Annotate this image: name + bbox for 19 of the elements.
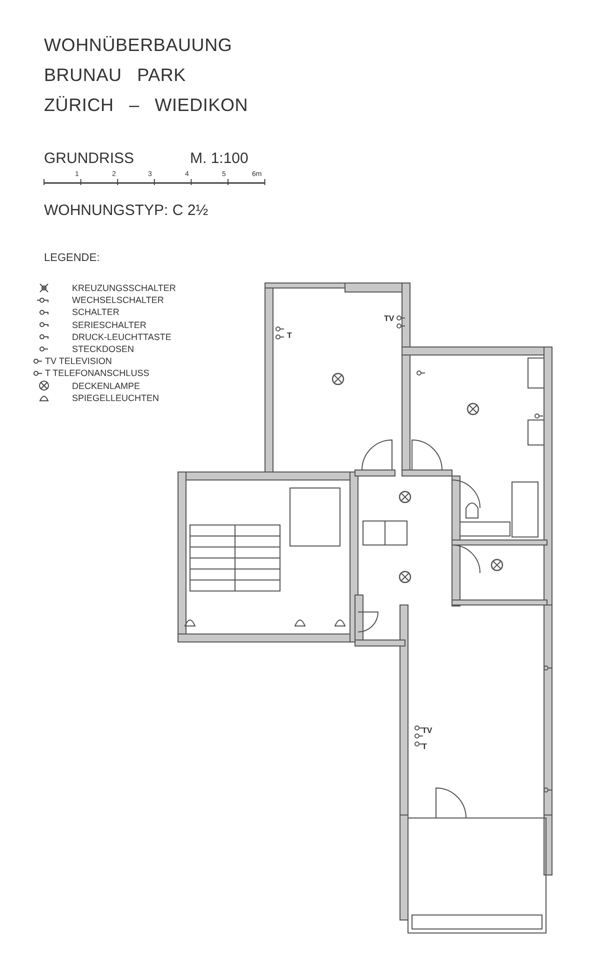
- legend-text: DECKENLAMPE: [72, 380, 140, 391]
- title: WOHNÜBERBAUUNG BRUNAU PARK ZÜRICH – WIEDIKON: [44, 34, 250, 117]
- legend-text: KREUZUNGSSCHALTER: [72, 283, 176, 293]
- heading-text: GRUNDRISS: [44, 150, 134, 167]
- legend-text: TV TELEVISION: [45, 356, 112, 366]
- legend-text: STECKDOSEN: [72, 344, 134, 354]
- legend-text: WECHSELSCHALTER: [72, 295, 164, 306]
- scale-text: M. 1:100: [190, 150, 248, 167]
- outlet-label: TV: [384, 314, 394, 323]
- outlet-label: T: [422, 742, 427, 751]
- outlet-label: TV: [422, 726, 432, 735]
- legend-text: SPIEGELLEUCHTEN: [72, 392, 160, 403]
- outlet-label: T: [287, 331, 292, 340]
- legend-text: SCHALTER: [72, 307, 120, 318]
- legend-text: SERIESCHALTER: [72, 320, 146, 330]
- legend-text: DRUCK-LEUCHTTASTE: [72, 332, 172, 342]
- legend-heading: LEGENDE:: [44, 252, 100, 264]
- apartment-type-text: WOHNUNGSTYP: C 2½: [44, 202, 208, 219]
- legend-text: T TELEFONANSCHLUSS: [45, 368, 150, 378]
